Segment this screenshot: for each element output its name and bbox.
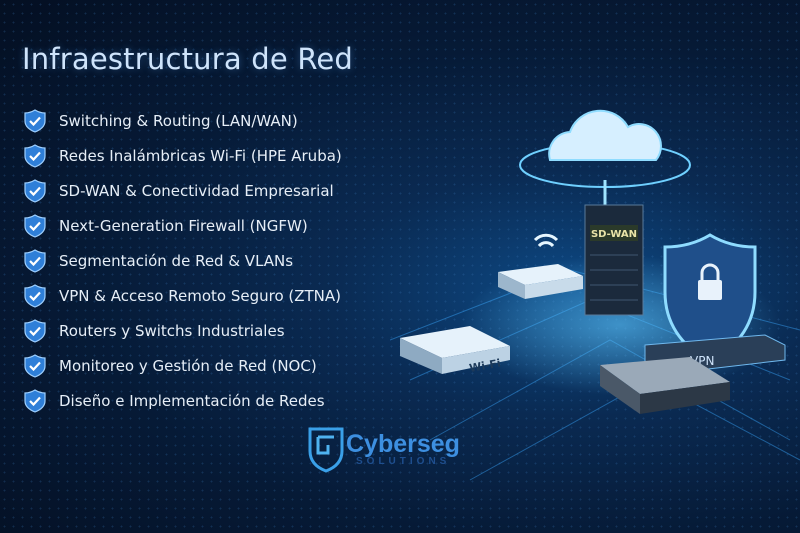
shield-check-icon [24,214,46,238]
shield-check-icon [24,319,46,343]
sd-wan-server: SD-WAN [584,204,644,316]
shield-check-icon [24,144,46,168]
feature-list: Switching & Routing (LAN/WAN) Redes Inalá… [24,104,342,418]
wifi-access-point: Wi-Fi [400,326,510,375]
list-item-label: Redes Inalámbricas Wi-Fi (HPE Aruba) [59,147,342,166]
company-logo: Cyberseg SOLUTIONS [306,425,460,473]
network-switch [600,357,730,414]
list-item-label: Switching & Routing (LAN/WAN) [59,112,298,131]
list-item: Segmentación de Red & VLANs [24,244,342,279]
logo-tagline: SOLUTIONS [356,455,451,467]
list-item-label: SD-WAN & Conectividad Empresarial [59,182,334,201]
network-illustration: SD-WAN Wi-Fi VPN [390,109,800,481]
shield-check-icon [24,249,46,273]
router-label: Wi-Fi [468,357,502,375]
list-item: Next-Generation Firewall (NGFW) [24,209,342,244]
page-title: Infraestructura de Red [22,42,354,76]
list-item: SD-WAN & Conectividad Empresarial [24,174,342,209]
server-label: SD-WAN [591,229,637,240]
logo-name: Cyberseg [346,429,460,458]
shield-check-icon [24,109,46,134]
cloud-icon [519,109,691,205]
list-item-label: Next-Generation Firewall (NGFW) [59,217,308,236]
list-item-label: VPN & Acceso Remoto Seguro (ZTNA) [59,286,342,305]
list-item: Diseño e Implementación de Redes [24,383,342,418]
list-item: VPN & Acceso Remoto Seguro (ZTNA) [24,278,342,313]
list-item-label: Routers y Switchs Industriales [59,321,285,340]
shield-check-icon [24,179,46,203]
list-item-label: Segmentación de Red & VLANs [59,252,294,270]
list-item-label: Diseño e Implementación de Redes [59,391,325,410]
list-item: Routers y Switchs Industriales [24,313,342,348]
list-item: Redes Inalámbricas Wi-Fi (HPE Aruba) [24,139,342,174]
shield-check-icon [24,388,46,413]
list-item: Monitoreo y Gestión de Red (NOC) [24,348,342,383]
shield-check-icon [24,353,46,378]
list-item: Switching & Routing (LAN/WAN) [24,104,342,139]
list-item-label: Monitoreo y Gestión de Red (NOC) [59,356,317,375]
wifi-router [498,233,583,299]
shield-check-icon [24,284,46,308]
logo-shield-icon [308,427,344,473]
